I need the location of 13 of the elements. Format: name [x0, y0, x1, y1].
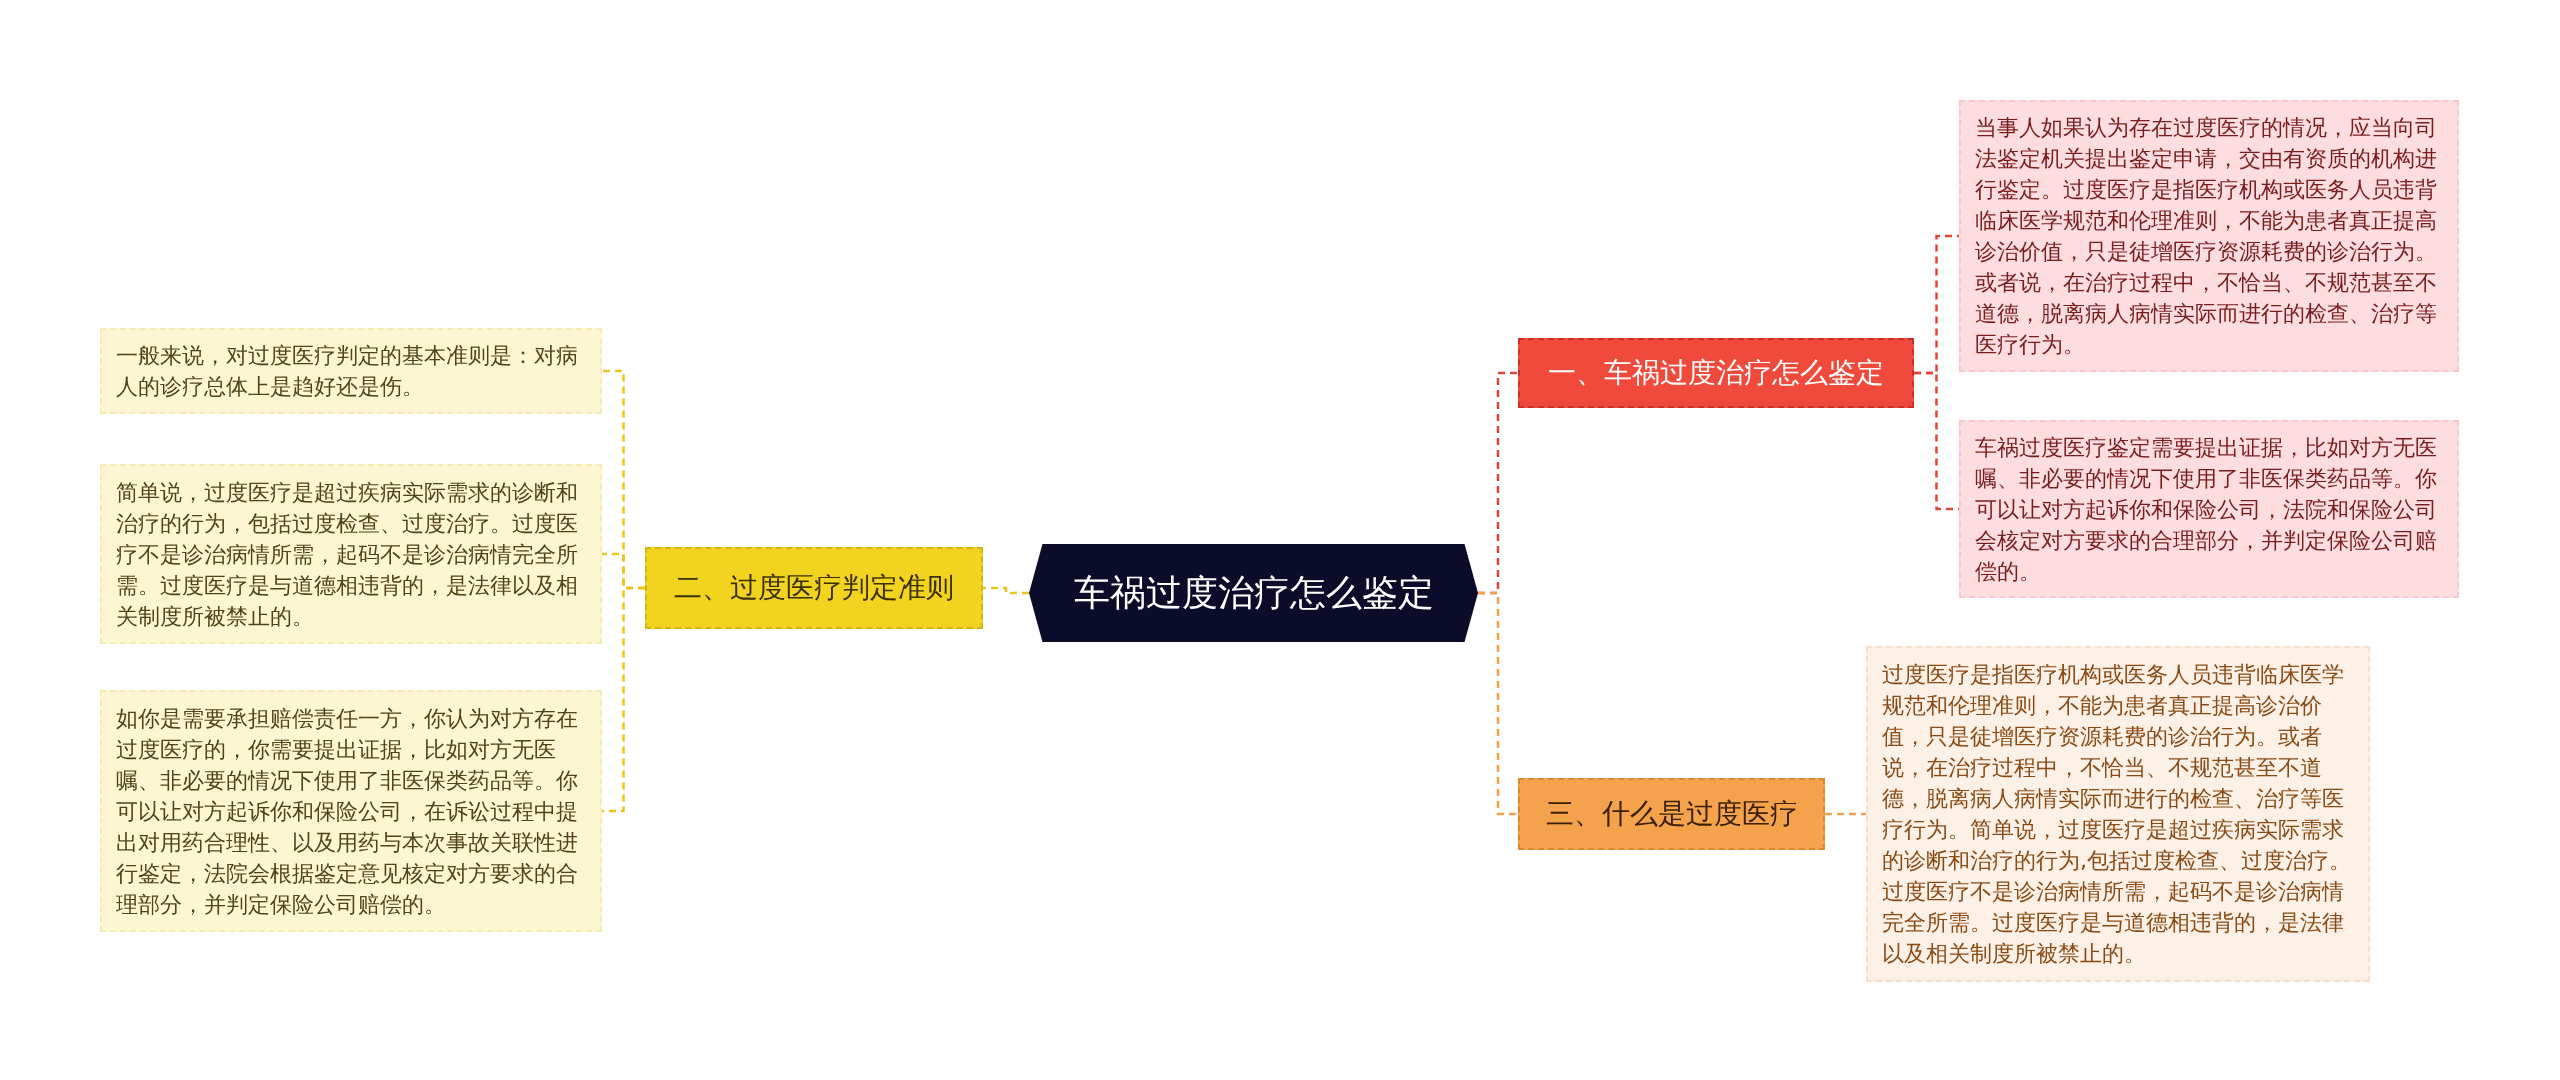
text-card: 过度医疗是指医疗机构或医务人员违背临床医学规范和伦理准则，不能为患者真正提高诊治价值，只是徒增医疗资源耗费的诊治行为。或者说，在治疗过程中，不恰当、不规范甚至不道德，脱离病人病情实际而进行的检查、治疗等医疗行为。简单说，过度医疗是超过疾病实际需求的诊断和治疗的行为,包括过度检查、过度治疗。过度医疗不是诊治病情所需，起码不是诊治病情完全所需。过度医疗是与道德相违背的，是法律以及相关制度所被禁止的。: [1866, 646, 2370, 982]
branch-box: 二、过度医疗判定准则: [645, 547, 983, 629]
connector-line: [983, 586, 1029, 595]
text-card: 简单说，过度医疗是超过疾病实际需求的诊断和治疗的行为，包括过度检查、过度治疗。过度医疗不是诊治病情所需，起码不是诊治病情完全所需。过度医疗是与道德相违背的，是法律以及相关制度所被禁止的。: [100, 464, 602, 644]
branch-box: 三、什么是过度医疗: [1518, 778, 1825, 850]
connector-line: [602, 586, 645, 813]
connector-line: [1825, 812, 1866, 816]
text-card: 一般来说，对过度医疗判定的基本准则是：对病人的诊疗总体上是趋好还是伤。: [100, 328, 602, 414]
text-card: 如你是需要承担赔偿责任一方，你认为对方存在过度医疗的，你需要提出证据，比如对方无医嘱、非必要的情况下使用了非医保类药品等。你可以让对方起诉你和保险公司，在诉讼过程中提出对用药合理性、以及用药与本次事故关联性进行鉴定，法院会根据鉴定意见核定对方要求的合理部分，并判定保险公司赔偿的。: [100, 690, 602, 932]
text-card: 车祸过度医疗鉴定需要提出证据，比如对方无医嘱、非必要的情况下使用了非医保类药品等。你可以让对方起诉你和保险公司，法院和保险公司会核定对方要求的合理部分，并判定保险公司赔偿的。: [1959, 420, 2459, 598]
branch-box: 一、车祸过度治疗怎么鉴定: [1518, 338, 1914, 408]
connector-line: [1478, 591, 1518, 816]
text-card: 当事人如果认为存在过度医疗的情况，应当向司法鉴定机关提出鉴定申请，交由有资质的机构进行鉴定。过度医疗是指医疗机构或医务人员违背临床医学规范和伦理准则，不能为患者真正提高诊治价值，只是徒增医疗资源耗费的诊治行为。或者说，在治疗过程中，不恰当、不规范甚至不道德，脱离病人病情实际而进行的检查、治疗等医疗行为。: [1959, 100, 2459, 372]
